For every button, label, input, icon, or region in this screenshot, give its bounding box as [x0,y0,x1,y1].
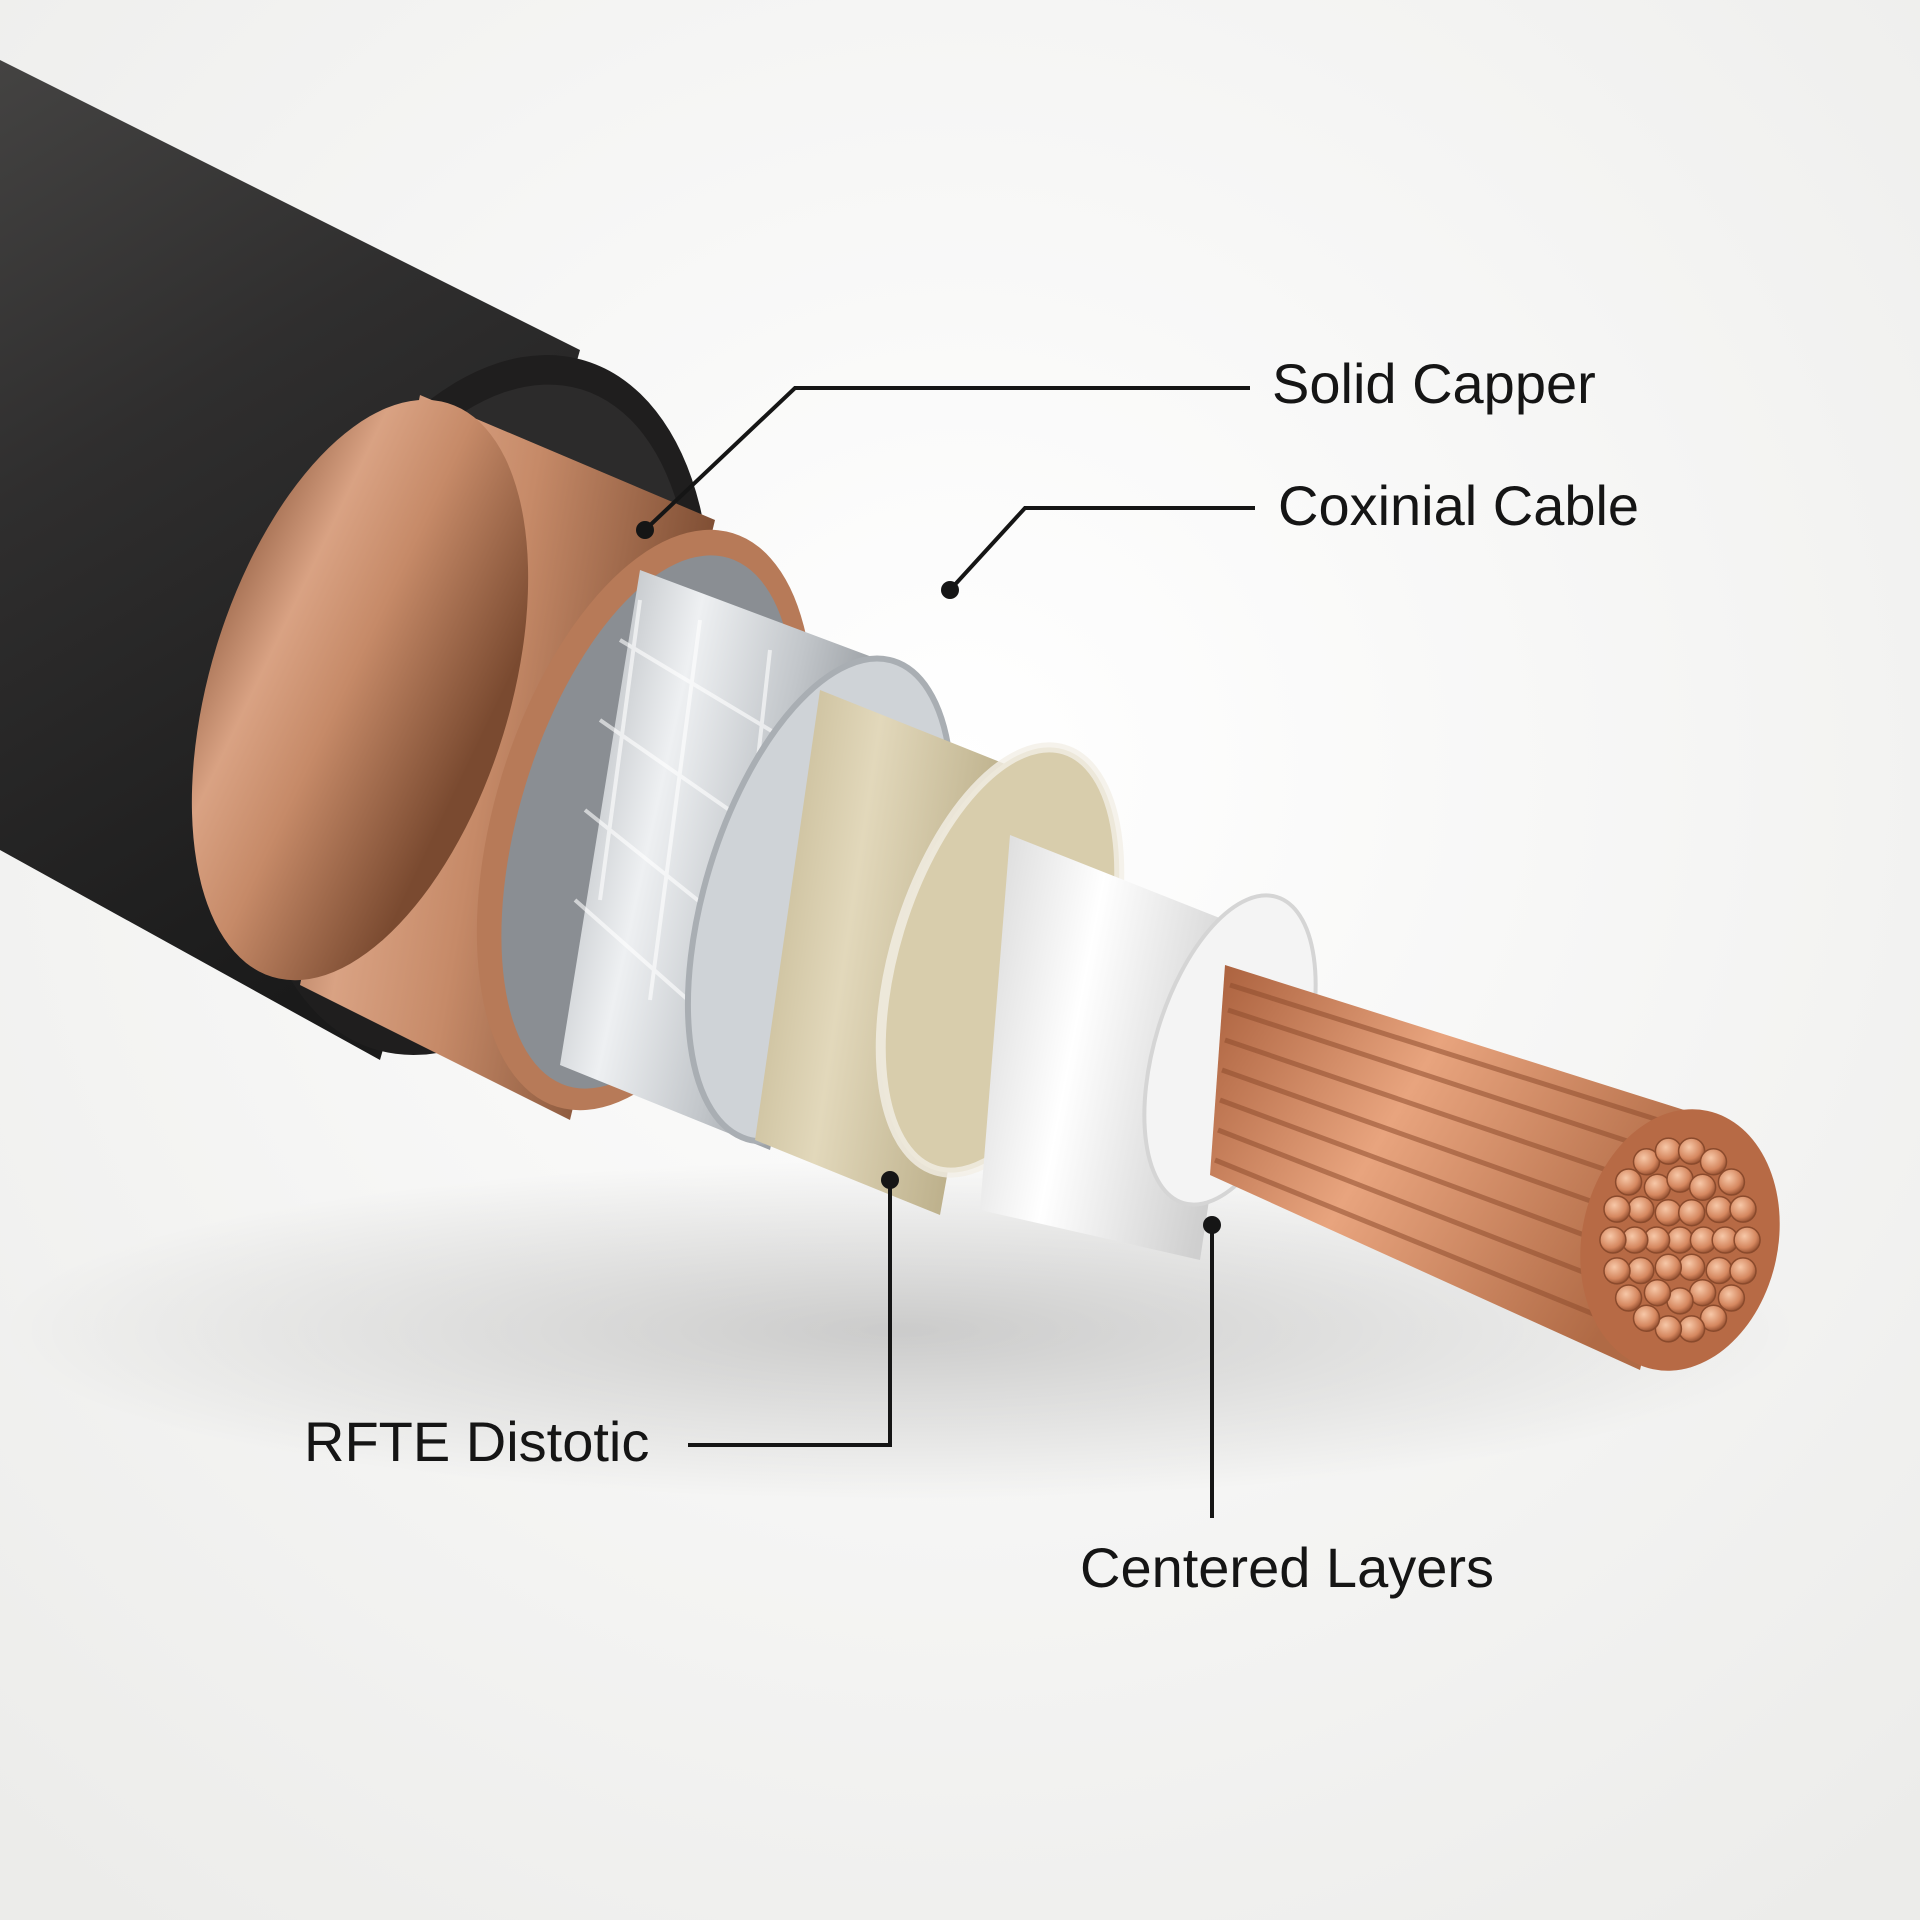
copper-strand-end [1705,1195,1733,1224]
copper-strand-end [1677,1315,1706,1343]
copper-strand-end [1614,1284,1643,1312]
copper-strand-end [1632,1304,1661,1332]
leader-dot-rfte-distotic [881,1171,899,1189]
copper-strand-end [1603,1195,1631,1223]
copper-strand-end [1643,1278,1672,1307]
copper-strand-end [1699,1148,1728,1176]
copper-strand-end [1603,1257,1631,1285]
leader-line-coxinial-cable [948,506,1255,592]
copper-strand-end [1632,1148,1661,1176]
copper-strand-end [1717,1284,1746,1312]
copper-strand-end [1614,1168,1643,1196]
copper-strand-end [1654,1198,1683,1227]
leader-lines [643,386,1255,1518]
copper-strand-end [1654,1315,1683,1343]
callout-centered-layers: Centered Layers [1080,1536,1495,1599]
copper-strand-end [1717,1168,1746,1196]
copper-strand-end [1677,1253,1706,1282]
copper-strand-end [1654,1253,1683,1282]
copper-strand-end [1729,1257,1757,1285]
leader-line-solid-capper [643,386,1250,532]
copper-strand-end [1627,1195,1655,1224]
leader-dot-solid-capper [636,521,654,539]
core-strand-ends [1599,1137,1761,1343]
copper-strand-end [1699,1304,1728,1332]
callout-rfte-distotic: RFTE Distotic [304,1410,650,1473]
copper-strand-end [1705,1256,1733,1285]
leader-dot-coxinial-cable [941,581,959,599]
callout-solid-capper: Solid Capper [1272,352,1596,415]
copper-strand-end [1627,1256,1655,1285]
leader-dot-centered-layers [1203,1216,1221,1234]
copper-strand-end [1733,1226,1761,1254]
copper-strand-end [1729,1195,1757,1223]
copper-strand-end [1666,1226,1694,1254]
leader-line-rfte-distotic [688,1180,892,1447]
copper-strand-end [1677,1137,1706,1165]
callout-coxinial-cable: Coxinial Cable [1278,474,1640,537]
copper-core [1210,965,1780,1371]
leader-dots [636,521,1221,1234]
copper-strand-end [1654,1137,1683,1165]
copper-strand-end [1688,1173,1717,1202]
floor-shadow [0,1160,1800,1500]
copper-strand-end [1599,1226,1627,1254]
copper-strand-end [1677,1198,1706,1227]
